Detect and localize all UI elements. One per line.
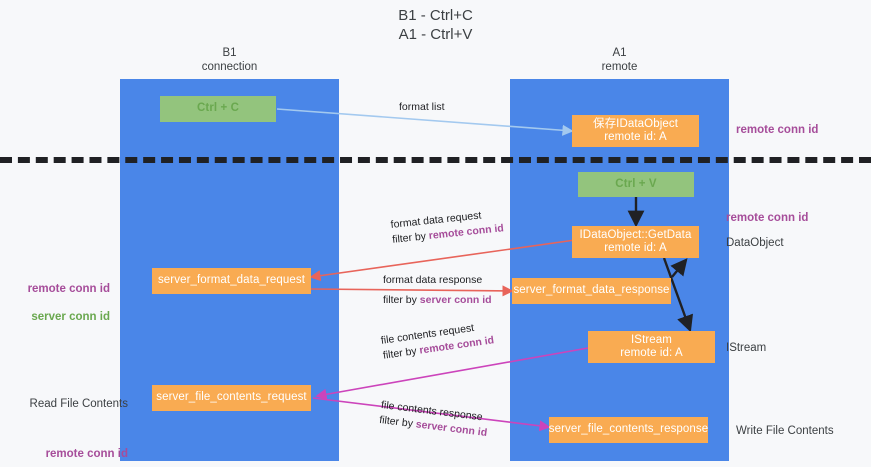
annotation-read-file-contents: Read File Contents remote conn id server… <box>0 383 128 467</box>
filter-key-server-conn-id: server conn id <box>419 294 492 306</box>
edge-label-format-data-response-line2: filter by server conn id <box>383 294 492 306</box>
annotation-spacer <box>0 425 128 433</box>
node-istream[interactable]: IStream remote id: A <box>588 331 715 363</box>
annotation-read-file-contents-title: Read File Contents <box>29 398 128 410</box>
edge-label-format-data-response: format data response filter by server co… <box>383 273 492 308</box>
page-title: B1 - Ctrl+C A1 - Ctrl+V <box>398 7 473 43</box>
node-server-file-contents-response[interactable]: server_file_contents_response <box>549 417 708 443</box>
edge-label-format-list-line1: format list <box>399 101 445 113</box>
lane-header-a1: A1 remote <box>601 47 638 73</box>
annotation-server-conn-id-left-1: server conn id <box>31 311 110 323</box>
edge-label-format-data-request: format data request filter by remote con… <box>390 206 505 248</box>
node-server-format-data-response[interactable]: server_format_data_response <box>512 278 671 304</box>
annotation-conn-ids-format: remote conn id server conn id <box>0 268 110 338</box>
annotation-remote-conn-id-mid: remote conn id <box>726 212 809 224</box>
edge-label-format-list: format list <box>399 100 445 115</box>
node-server-file-contents-request[interactable]: server_file_contents_request <box>152 385 311 411</box>
section-divider <box>0 157 871 163</box>
node-server-format-data-request[interactable]: server_format_data_request <box>152 268 311 294</box>
lane-header-b1: B1 connection <box>201 47 258 73</box>
edge-label-format-data-response-line1: format data response <box>383 274 483 286</box>
node-ctrl-v[interactable]: Ctrl + V <box>578 172 694 197</box>
annotation-write-file-contents: Write File Contents <box>736 425 834 437</box>
annotation-remote-conn-id-top: remote conn id <box>736 124 819 136</box>
node-idataobject-getdata[interactable]: IDataObject::GetData remote id: A <box>572 226 699 258</box>
node-save-idataobject[interactable]: 保存IDataObject remote id: A <box>572 115 699 147</box>
annotation-dataobject: DataObject <box>726 237 784 249</box>
annotation-istream: IStream <box>726 342 767 354</box>
node-ctrl-c[interactable]: Ctrl + C <box>160 96 276 122</box>
annotation-remote-conn-id-left-1: remote conn id <box>27 283 110 295</box>
edge-label-file-contents-request: file contents request filter by remote c… <box>380 318 495 363</box>
annotation-remote-conn-id-left-2: remote conn id <box>45 448 128 460</box>
edge-label-file-contents-response: file contents response filter by server … <box>378 398 489 441</box>
